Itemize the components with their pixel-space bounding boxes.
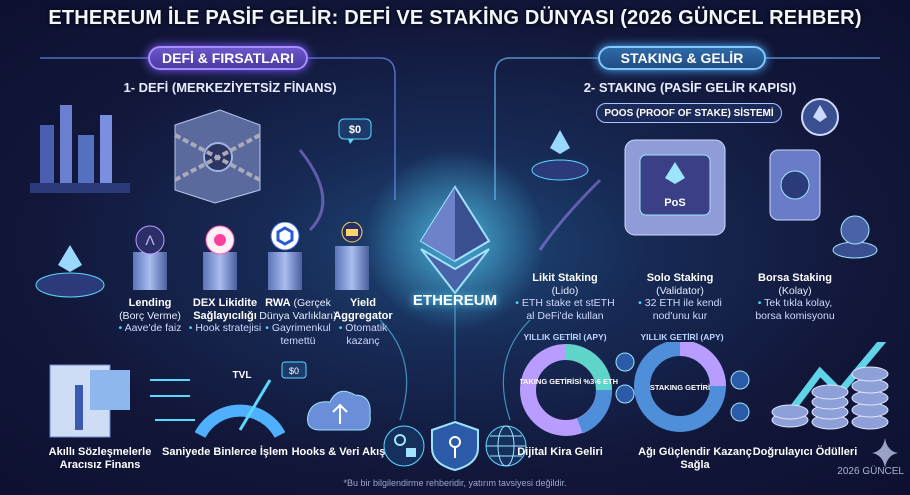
ethereum-diamond-icon: [419, 185, 491, 295]
staking-item-solo: Solo Staking(Validator)• 32 ETH ile kend…: [638, 272, 722, 322]
aave-icon: Λ: [133, 225, 167, 290]
defi-item-rwa: RWA (Gerçek Dünya Varlıkları)• Gayrimenk…: [259, 297, 337, 347]
globe-icon: [485, 425, 527, 467]
ethereum-label: ETHEREUM: [412, 292, 498, 309]
cloud-upload-icon: [307, 390, 371, 431]
defi-badge: DEFİ & FIRSATLARI: [148, 46, 308, 70]
defi-bottom-transactions: Saniyede Binlerce İşlem: [162, 446, 288, 458]
eth-coin-stacks-icon: [771, 366, 889, 430]
staking-bottom-network: Ağı Güçlendir Kazanç Sağla: [638, 446, 752, 471]
staking-bottom-rewards: Doğrulayıcı Ödülleri: [752, 446, 858, 458]
tvl-gauge-icon: [194, 379, 286, 438]
zero-fee-bubble: $0: [338, 118, 372, 144]
staking-item-exchange: Borsa Staking(Kolay)• Tek tıkla kolay, b…: [755, 272, 835, 322]
svg-text:Λ: Λ: [145, 232, 155, 248]
city-buildings-icon: [30, 105, 130, 193]
locked-vault-icon: [174, 109, 261, 204]
apy-donuts: STAKING GETİRİSİ %3-6 ETH STAKING GETİRİ: [520, 342, 889, 436]
staking-bottom-rent: Dijital Kira Geliri: [517, 446, 603, 458]
eth-platform-icon: [531, 130, 589, 181]
eth-node-platform-icon: [35, 245, 105, 298]
key-lock-icon: [383, 425, 425, 467]
gauge-bubble-text: $0: [289, 366, 299, 376]
uniswap-icon: [203, 225, 237, 290]
arrows-icon: [150, 379, 195, 421]
pos-system-label: POOS (PROOF OF STAKE) SİSTEMİ: [596, 103, 782, 123]
sparkle-icon: [872, 438, 898, 468]
staking-heading: 2- STAKING (PASİF GELİR KAPISI): [583, 80, 797, 95]
apy-label-1: YILLIK GETİRİ (APY): [523, 332, 607, 342]
shield-key-icon: [431, 420, 479, 472]
eth-coin-icon: [832, 215, 878, 259]
version-label: 2026 GÜNCEL: [837, 466, 904, 477]
tvl-label: TVL: [233, 370, 252, 381]
apy-donut-2-text: STAKING GETİRİ: [650, 383, 710, 392]
eth-badge-icon: [615, 352, 635, 372]
smart-contract-screen-icon: [49, 364, 130, 438]
disclaimer: *Bu bir bilgilendirme rehberidir, yatırı…: [343, 478, 567, 488]
defi-item-lending: Lending(Borç Verme)• Aave'de faiz: [118, 297, 182, 334]
pos-node-icon: PoS: [624, 139, 726, 236]
zero-fee-text: $0: [349, 124, 361, 136]
gift-badge-icon: [730, 402, 750, 422]
hand-coin-badge-icon: [615, 384, 635, 404]
star-badge-icon: [730, 370, 750, 390]
apy-donut-2: [634, 342, 726, 432]
defi-item-dex: DEX Likidite Sağlayıcılığı• Hook stratej…: [188, 297, 262, 334]
apy-donut-1: [520, 344, 612, 436]
defi-heading: 1- DEFİ (MERKEZİYETSİZ FİNANS): [123, 80, 337, 95]
eth-coin-top-icon: [801, 98, 839, 136]
staking-illustration: PoS: [531, 130, 878, 259]
security-icons: [383, 420, 527, 472]
defi-bottom-hooks: Hooks & Veri Akışı: [291, 446, 389, 458]
pos-label: PoS: [664, 197, 685, 209]
defi-pillars: Λ: [133, 222, 369, 290]
apy-label-2: YILLIK GETİRİ (APY): [640, 332, 724, 342]
staking-badge: STAKING & GELİR: [598, 46, 766, 70]
defi-bottom-smart-contracts: Akıllı Sözleşmelerle Aracısız Finans: [48, 446, 152, 471]
page-title: ETHEREUM İLE PASİF GELİR: DEFİ VE STAKİN…: [48, 7, 862, 29]
apy-donut-1-text: STAKING GETİRİSİ %3-6 ETH: [520, 377, 618, 386]
chainlink-icon: [268, 222, 302, 290]
staking-item-liquid: Likit Staking(Lido)• ETH stake et stETH …: [515, 272, 615, 322]
defi-item-yield: Yield Aggregator• Otomatik kazanç: [333, 297, 393, 347]
eth-vault-icon: [769, 149, 821, 221]
defi-bottom-illustrations: TVL $0: [49, 361, 371, 438]
growth-arrow-icon: [787, 342, 887, 415]
bank-icon: [335, 222, 369, 290]
